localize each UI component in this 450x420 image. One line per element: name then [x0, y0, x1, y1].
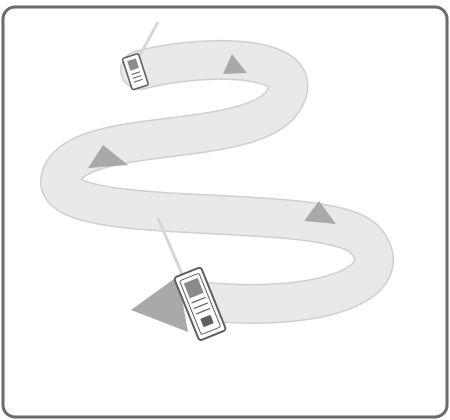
winding-path-diagram [0, 0, 450, 420]
illustration-frame [0, 0, 450, 420]
